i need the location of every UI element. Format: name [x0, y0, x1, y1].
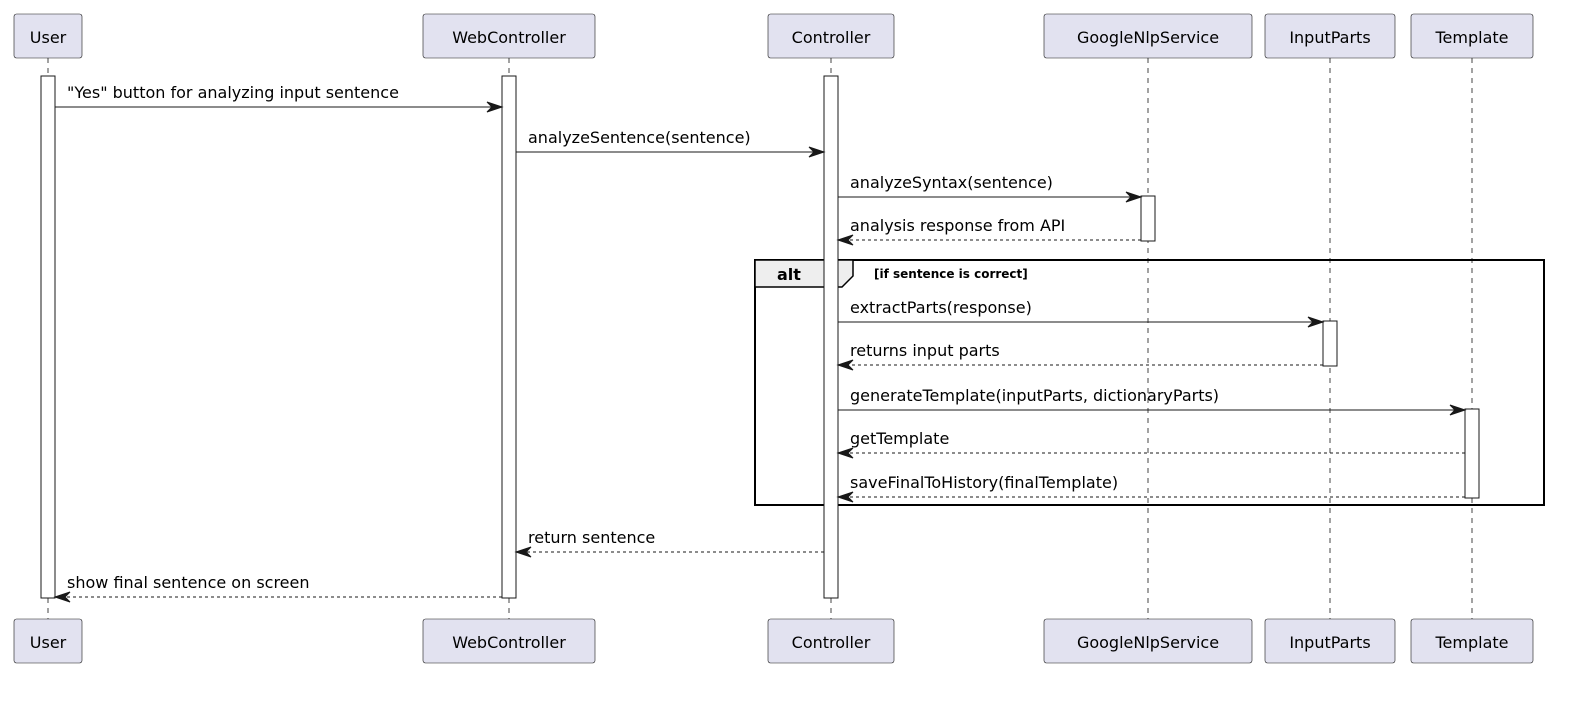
participant-user-top: User: [13, 13, 83, 59]
lifelines: [47, 58, 1473, 619]
message-arrowhead: [1449, 404, 1467, 416]
participant-template-top: Template: [1410, 13, 1534, 59]
activation-template: [1464, 408, 1480, 499]
participant-box: [13, 13, 83, 59]
participant-label: Controller: [792, 28, 871, 47]
participant-user-bottom: User: [13, 618, 83, 664]
participant-inputparts-bottom: InputParts: [1264, 618, 1396, 664]
participant-template-bottom: Template: [1410, 618, 1534, 664]
participant-box: [1410, 13, 1534, 59]
alt-fragment-frame: [754, 259, 1545, 506]
participant-box: [422, 13, 596, 59]
activation-googlenlpservice: [1140, 195, 1156, 242]
participant-controller-bottom: Controller: [767, 618, 895, 664]
message-label: "Yes" button for analyzing input sentenc…: [67, 83, 399, 102]
message-8: getTemplate: [836, 429, 1465, 459]
message-arrowhead: [836, 234, 854, 246]
message-label: analysis response from API: [850, 216, 1065, 235]
message-label: generateTemplate(inputParts, dictionaryP…: [850, 386, 1219, 405]
message-1: "Yes" button for analyzing input sentenc…: [55, 83, 504, 113]
messages: "Yes" button for analyzing input sentenc…: [53, 83, 1467, 603]
participant-box: [767, 13, 895, 59]
alt-fragment: alt [if sentence is correct]: [754, 259, 1545, 506]
message-5: extractParts(response): [838, 298, 1325, 328]
participant-label: User: [30, 28, 67, 47]
participant-googlenlpservice-top: GoogleNlpService: [1043, 13, 1253, 59]
message-3: analyzeSyntax(sentence): [838, 173, 1143, 203]
participant-box: [1264, 618, 1396, 664]
participant-label: GoogleNlpService: [1077, 633, 1219, 652]
activation-bars: [40, 75, 1480, 599]
message-arrowhead: [1125, 191, 1143, 203]
message-11: show final sentence on screen: [53, 573, 502, 603]
participant-label: Controller: [792, 633, 871, 652]
message-arrowhead: [836, 447, 854, 459]
participant-box: [1043, 13, 1253, 59]
participant-box: [1264, 13, 1396, 59]
participant-webcontroller-top: WebController: [422, 13, 596, 59]
activation-webcontroller: [501, 75, 517, 599]
message-label: return sentence: [528, 528, 655, 547]
message-2: analyzeSentence(sentence): [516, 128, 826, 158]
participant-label: WebController: [452, 633, 566, 652]
message-label: analyzeSyntax(sentence): [850, 173, 1053, 192]
participant-box: [13, 618, 83, 664]
message-6: returns input parts: [836, 341, 1323, 371]
participant-webcontroller-bottom: WebController: [422, 618, 596, 664]
participant-box: [1410, 618, 1534, 664]
message-arrowhead: [53, 591, 71, 603]
participant-inputparts-top: InputParts: [1264, 13, 1396, 59]
participant-label: GoogleNlpService: [1077, 28, 1219, 47]
message-10: return sentence: [514, 528, 824, 558]
participant-label: Template: [1434, 633, 1508, 652]
participant-label: InputParts: [1289, 28, 1370, 47]
message-arrowhead: [1307, 316, 1325, 328]
participant-googlenlpservice-bottom: GoogleNlpService: [1043, 618, 1253, 664]
activation-user: [40, 75, 56, 599]
participant-label: Template: [1434, 28, 1508, 47]
activation-inputparts: [1322, 320, 1338, 367]
participants: UserUserWebControllerWebControllerContro…: [13, 13, 1534, 664]
participant-controller-top: Controller: [767, 13, 895, 59]
message-arrowhead: [514, 546, 532, 558]
message-label: getTemplate: [850, 429, 949, 448]
message-arrowhead: [486, 101, 504, 113]
message-arrowhead: [836, 359, 854, 371]
message-9: saveFinalToHistory(finalTemplate): [836, 473, 1465, 503]
activation-controller: [823, 75, 839, 599]
message-4: analysis response from API: [836, 216, 1141, 246]
message-label: extractParts(response): [850, 298, 1032, 317]
participant-box: [1043, 618, 1253, 664]
participant-box: [422, 618, 596, 664]
alt-fragment-guard: [if sentence is correct]: [874, 267, 1028, 281]
participant-label: User: [30, 633, 67, 652]
message-arrowhead: [808, 146, 826, 158]
participant-label: WebController: [452, 28, 566, 47]
message-label: returns input parts: [850, 341, 1000, 360]
message-arrowhead: [836, 491, 854, 503]
participant-label: InputParts: [1289, 633, 1370, 652]
message-label: show final sentence on screen: [67, 573, 310, 592]
participant-box: [767, 618, 895, 664]
message-label: saveFinalToHistory(finalTemplate): [850, 473, 1118, 492]
message-7: generateTemplate(inputParts, dictionaryP…: [838, 386, 1467, 416]
message-label: analyzeSentence(sentence): [528, 128, 751, 147]
alt-fragment-keyword: alt: [777, 265, 801, 284]
